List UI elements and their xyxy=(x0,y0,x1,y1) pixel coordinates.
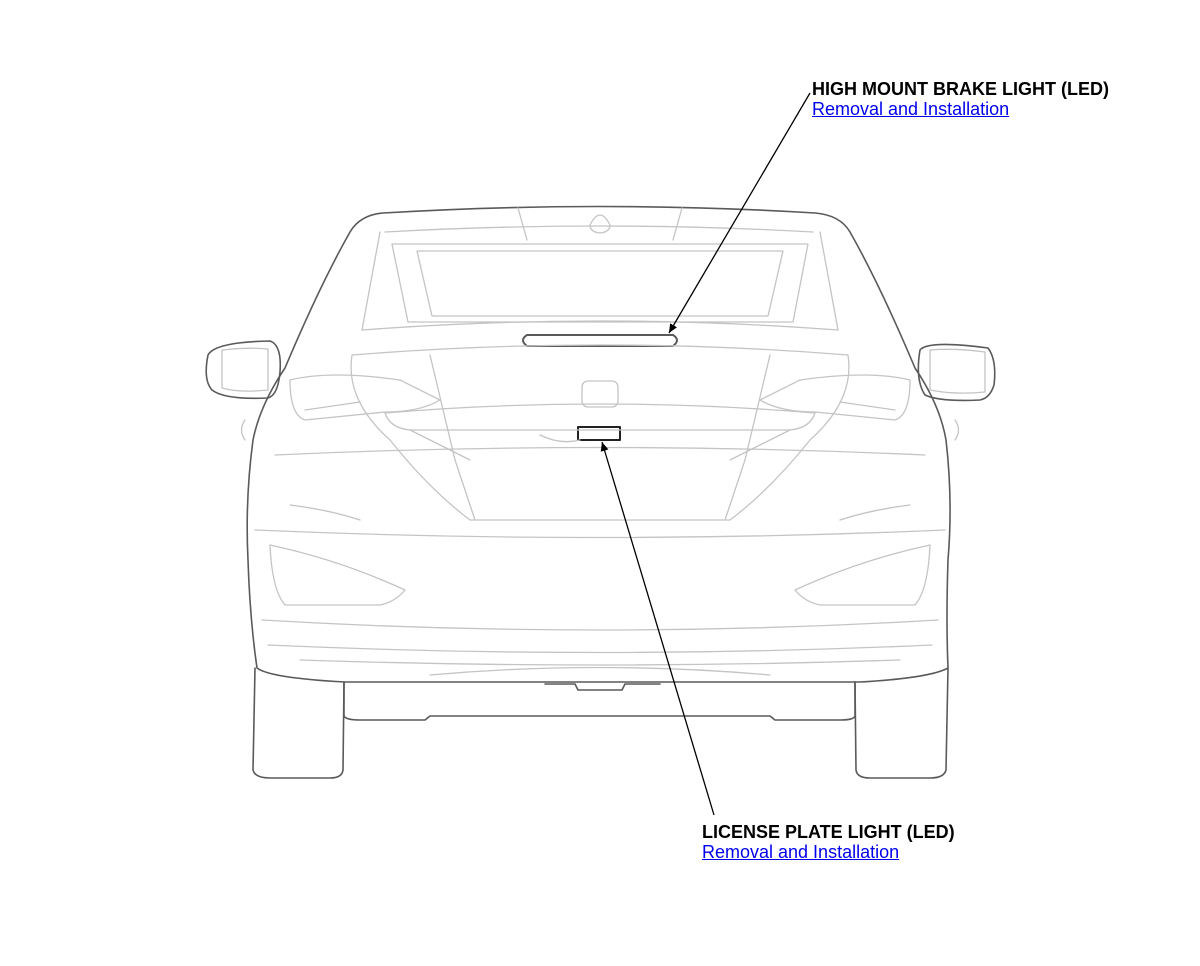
leader-line-license-plate-light xyxy=(600,441,715,816)
callout-license-plate-light: LICENSE PLATE LIGHT (LED) Removal and In… xyxy=(702,822,955,864)
car-body-outline xyxy=(205,205,996,779)
car-detail-lines xyxy=(221,207,986,676)
callout-title-brake-light: HIGH MOUNT BRAKE LIGHT (LED) xyxy=(812,79,1109,99)
callout-leaders xyxy=(600,92,811,816)
leader-line-brake-light xyxy=(668,92,811,334)
removal-installation-link-brake-light[interactable]: Removal and Installation xyxy=(812,99,1010,119)
callout-high-mount-brake-light: HIGH MOUNT BRAKE LIGHT (LED) Removal and… xyxy=(812,79,1109,121)
removal-installation-link-license-plate-light[interactable]: Removal and Installation xyxy=(702,842,900,862)
callout-title-license-plate-light: LICENSE PLATE LIGHT (LED) xyxy=(702,822,955,842)
